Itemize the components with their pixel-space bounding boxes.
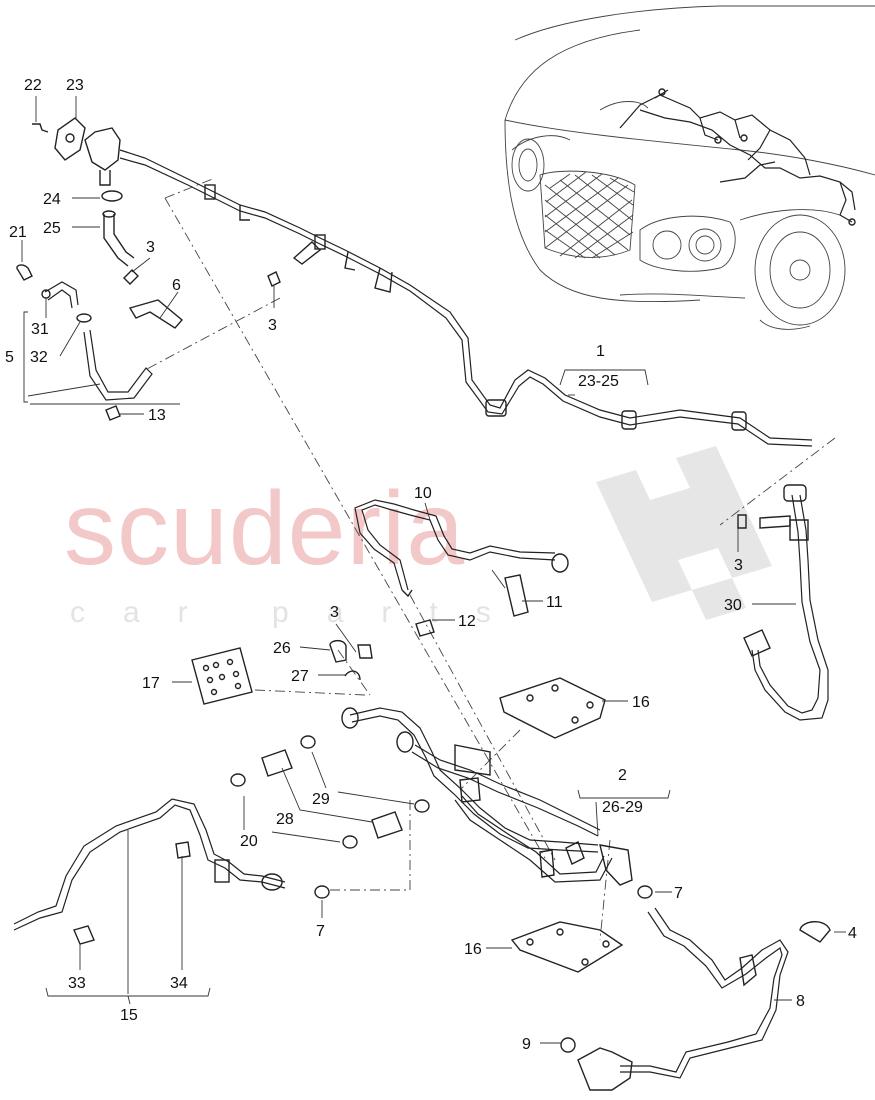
hose-8 (560, 907, 831, 1091)
callout-16-lower: 16 (464, 941, 482, 958)
callout-25: 25 (43, 220, 61, 237)
callout-3-top: 3 (146, 239, 155, 256)
callout-16-upper: 16 (632, 694, 650, 711)
hose-line-1 (32, 117, 813, 447)
callout-5: 5 (5, 349, 14, 366)
guide-lines (144, 177, 836, 941)
callout-28: 28 (276, 811, 294, 828)
callout-34: 34 (170, 975, 188, 992)
callout-31: 31 (31, 321, 49, 338)
callout-26: 26 (273, 640, 291, 657)
leader-lines (21, 96, 846, 1044)
hose-30 (737, 484, 829, 721)
plate-17 (191, 647, 253, 705)
callout-10: 10 (414, 485, 432, 502)
callout-21: 21 (9, 224, 27, 241)
callout-22: 22 (24, 77, 42, 94)
parts-26-27 (329, 639, 373, 681)
hose-10 (354, 499, 569, 637)
callout-11: 11 (546, 594, 563, 611)
callout-9: 9 (522, 1036, 531, 1053)
couplers-20-28-29 (230, 735, 653, 899)
callout-12: 12 (458, 613, 476, 630)
callout-30: 30 (724, 597, 742, 614)
callout-27: 27 (291, 668, 309, 685)
callout-2-range: 26-29 (602, 799, 643, 816)
callout-23: 23 (66, 77, 84, 94)
callout-8: 8 (796, 993, 805, 1010)
vehicle-front-illustration (504, 5, 875, 330)
callout-3-right: 3 (734, 557, 743, 574)
checker-flag-watermark (596, 446, 772, 620)
callout-32: 32 (30, 349, 48, 366)
hose-15 (13, 798, 286, 945)
hose-group-2 (341, 707, 633, 886)
callout-3-mid: 3 (268, 317, 277, 334)
watermark-subtitle: car parts (70, 596, 529, 629)
callout-33: 33 (68, 975, 86, 992)
callout-24: 24 (43, 191, 61, 208)
callout-20: 20 (240, 833, 258, 850)
callout-17: 17 (142, 675, 160, 692)
watermark-logo: scuderia (64, 471, 466, 587)
callout-15: 15 (120, 1007, 138, 1024)
callout-4: 4 (848, 925, 857, 942)
hose-group-5 (16, 264, 183, 421)
callout-1-range: 23-25 (578, 373, 619, 390)
callout-13: 13 (148, 407, 166, 424)
callout-3-lower: 3 (330, 604, 339, 621)
callout-labels: 22 23 24 25 21 3 6 3 31 32 5 13 1 23-25 … (5, 77, 857, 1053)
callout-7-left: 7 (316, 923, 325, 940)
callout-29: 29 (312, 791, 330, 808)
callout-1: 1 (596, 343, 605, 360)
callout-6: 6 (172, 277, 181, 294)
callout-2: 2 (618, 767, 627, 784)
plates-16 (499, 677, 624, 973)
callout-7-right: 7 (674, 885, 683, 902)
